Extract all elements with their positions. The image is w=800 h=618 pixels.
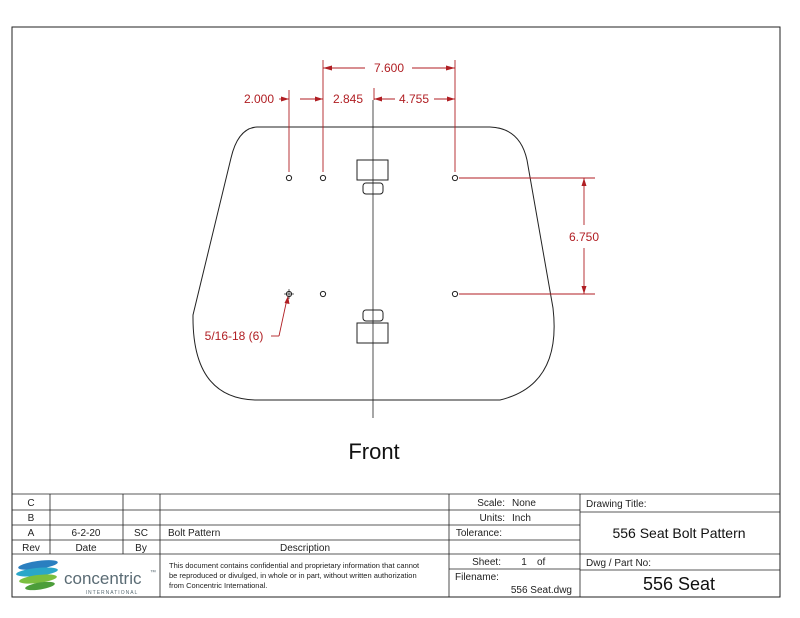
scale-label: Scale: bbox=[477, 498, 505, 509]
concentric-logo: concentric ™ INTERNATIONAL bbox=[16, 560, 156, 596]
header-description: Description bbox=[280, 543, 330, 554]
scale-value: None bbox=[512, 498, 536, 509]
hole-callout: 5/16-18 (6) bbox=[205, 329, 264, 343]
units-label: Units: bbox=[479, 513, 505, 524]
rev-a-date: 6-2-20 bbox=[72, 528, 101, 539]
rev-a-description: Bolt Pattern bbox=[168, 528, 220, 539]
lower-slot-bracket bbox=[356, 322, 389, 344]
filename-label: Filename: bbox=[455, 572, 499, 583]
filename-value: 556 Seat.dwg bbox=[511, 585, 572, 596]
rev-a-by: SC bbox=[134, 528, 148, 539]
drawing-area: 7.600 2.000 2.845 4.755 6.750 5/16-18 (6… bbox=[192, 60, 599, 464]
units-value: Inch bbox=[512, 513, 531, 524]
logo-wordmark: concentric bbox=[64, 569, 142, 588]
logo-tm: ™ bbox=[150, 569, 156, 576]
sheet-of: of bbox=[537, 557, 546, 568]
bolt-hole bbox=[319, 174, 327, 182]
title-block bbox=[12, 493, 780, 597]
revision-table: C B A 6-2-20 SC Bolt Pattern Rev Date By… bbox=[22, 498, 330, 554]
upper-slot-bracket bbox=[356, 159, 389, 181]
logo-subtitle: INTERNATIONAL bbox=[86, 590, 139, 596]
seat-outline bbox=[192, 126, 555, 401]
dim-inner-offset: 2.845 bbox=[333, 92, 363, 106]
rev-c: C bbox=[27, 498, 34, 509]
confidential-notice-line: be reproduced or divulged, in whole or i… bbox=[169, 571, 417, 580]
sheet-label: Sheet: bbox=[472, 557, 501, 568]
front-label: Front bbox=[348, 439, 399, 464]
bolt-hole bbox=[451, 290, 459, 298]
drawing-title: 556 Seat Bolt Pattern bbox=[612, 525, 745, 541]
dwg-part-number: 556 Seat bbox=[643, 574, 715, 594]
bolt-hole bbox=[285, 174, 293, 182]
header-by: By bbox=[135, 543, 147, 554]
header-date: Date bbox=[75, 543, 97, 554]
swirl-logo-icon bbox=[16, 560, 58, 591]
rev-b: B bbox=[28, 513, 35, 524]
dim-vertical-spacing: 6.750 bbox=[569, 230, 599, 244]
confidential-notice-line: This document contains confidential and … bbox=[169, 561, 420, 570]
tolerance-label: Tolerance: bbox=[456, 528, 502, 539]
header-rev: Rev bbox=[22, 543, 40, 554]
bolt-hole bbox=[319, 290, 327, 298]
bolt-hole bbox=[451, 174, 459, 182]
dim-overall-width: 7.600 bbox=[374, 61, 404, 75]
sheet-number: 1 bbox=[521, 557, 527, 568]
upper-slot bbox=[362, 182, 384, 195]
lower-slot bbox=[362, 309, 384, 322]
dimension-lines bbox=[271, 60, 595, 337]
sheet-border bbox=[11, 26, 781, 598]
dim-left-offset: 2.000 bbox=[244, 92, 274, 106]
rev-a: A bbox=[28, 528, 35, 539]
confidential-notice-line: from Concentric International. bbox=[169, 581, 267, 590]
dim-right-offset: 4.755 bbox=[399, 92, 429, 106]
dwg-part-label: Dwg / Part No: bbox=[586, 558, 651, 569]
drawing-title-label: Drawing Title: bbox=[586, 499, 647, 510]
